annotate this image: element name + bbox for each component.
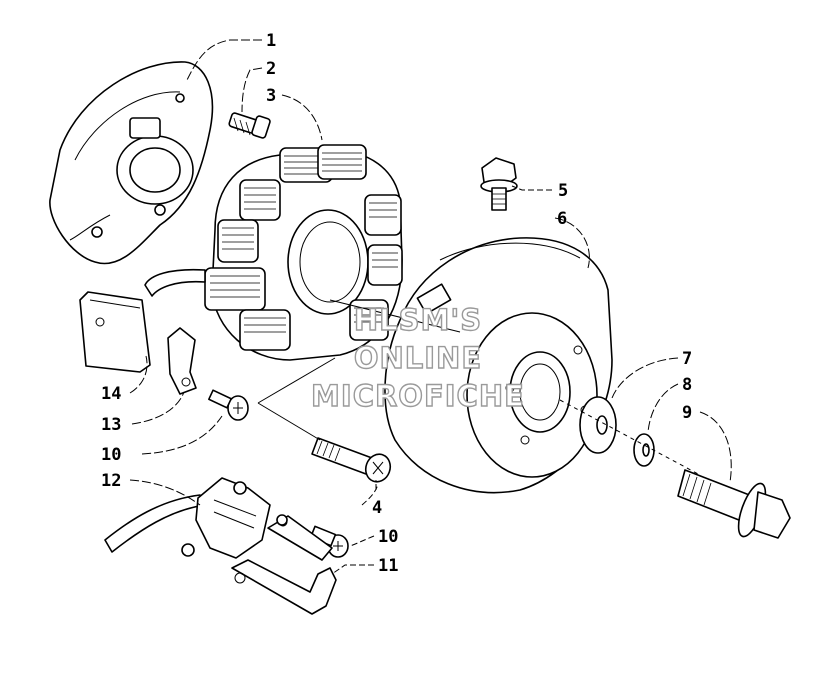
watermark-line-2: ONLINE — [354, 341, 482, 375]
callout-12: 12 — [101, 471, 121, 491]
part-3-stator — [144, 144, 403, 361]
callout-5: 5 — [558, 181, 568, 201]
callout-14: 14 — [101, 384, 121, 404]
callout-7: 7 — [682, 349, 692, 369]
watermark-line-1: HLSM'S — [354, 303, 482, 337]
part-14-cover-plate — [79, 291, 151, 373]
part-7-washer — [579, 396, 617, 454]
part-4-bolt — [311, 437, 392, 483]
part-6-flywheel — [384, 237, 613, 494]
part-13-clip — [167, 327, 197, 395]
callout-1: 1 — [266, 31, 276, 51]
callout-4: 4 — [372, 498, 382, 518]
watermark: HLSM'S ONLINE MICROFICHE — [310, 302, 525, 413]
part-9-flange-bolt — [677, 469, 791, 539]
part-2-screw — [228, 112, 271, 139]
part-8-lock-washer — [633, 433, 655, 467]
leader-lines — [129, 39, 732, 575]
callout-3: 3 — [266, 86, 276, 106]
part-5-bolt — [480, 157, 518, 211]
watermark-line-3: MICROFICHE — [311, 379, 525, 413]
part-10-screw-upper — [208, 389, 249, 421]
callout-2: 2 — [266, 59, 276, 79]
callout-8: 8 — [682, 375, 692, 395]
callout-10-upper: 10 — [101, 445, 121, 465]
callout-9: 9 — [682, 403, 692, 423]
callout-11: 11 — [378, 556, 398, 576]
callout-10-lower: 10 — [378, 527, 398, 547]
part-1-stator-plate — [49, 61, 214, 265]
part-12-pickup-coil — [104, 477, 288, 559]
callout-13: 13 — [101, 415, 121, 435]
callout-6: 6 — [557, 209, 567, 229]
part-10-screw-lower — [309, 525, 349, 558]
callout-labels: 1 2 3 4 5 6 7 8 9 10 10 11 12 13 14 — [101, 31, 692, 576]
